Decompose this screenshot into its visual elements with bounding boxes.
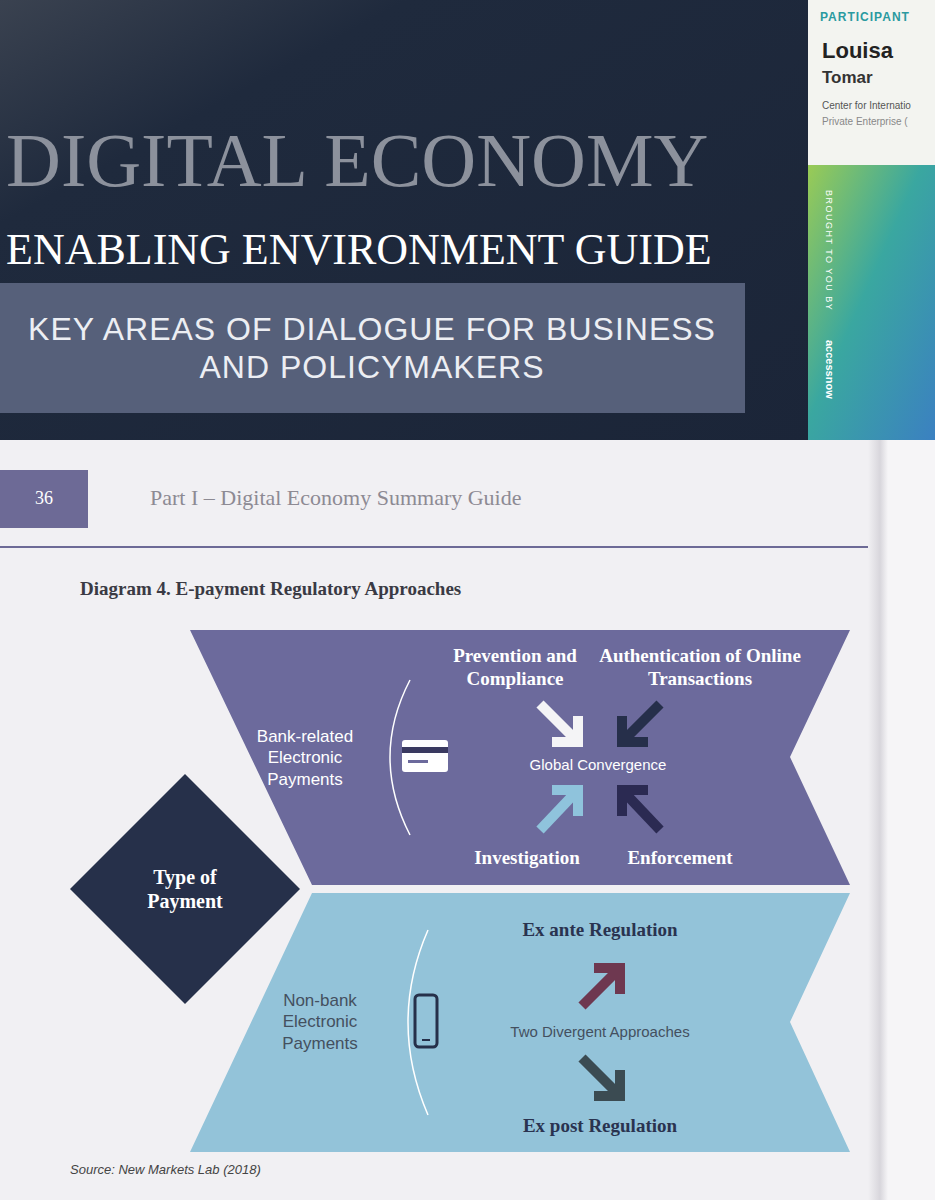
approach-label: Prevention and Compliance [430, 645, 600, 691]
source-caption: Source: New Markets Lab (2018) [70, 1162, 261, 1178]
diamond-label: Type of Payment [130, 865, 240, 913]
page-number: 36 [14, 488, 74, 510]
approach-label: Enforcement [600, 847, 760, 870]
badge-role: PARTICIPANT [820, 10, 910, 24]
badge-gradient [808, 165, 935, 450]
chevron-band: Bank-related Electronic Payments Preventi… [190, 630, 850, 885]
cover-subtitle: ENABLING ENVIRONMENT GUIDE [6, 228, 712, 272]
badge-first-name: Louisa [822, 38, 893, 64]
cover-tagline: KEY AREAS OF DIALOGUE FOR BUSINESS AND P… [22, 310, 722, 387]
badge-organisation: Center for Internatio [822, 100, 911, 112]
band-heading: Bank-related Electronic Payments [250, 726, 360, 790]
page-gutter [868, 440, 888, 1200]
page-number-tab [0, 470, 88, 528]
book-cover [0, 0, 815, 448]
badge [808, 0, 935, 450]
card-icon [402, 740, 448, 772]
approach-label: Ex ante Regulation [470, 919, 730, 942]
diagram-title: Diagram 4. E-payment Regulatory Approach… [80, 578, 461, 601]
cover-title: DIGITAL ECONOMY [6, 122, 708, 198]
approach-label: Investigation [447, 847, 607, 870]
approach-label: Authentication of Online Transactions [598, 645, 803, 691]
approach-label: Ex post Regulation [470, 1115, 730, 1138]
cover-subtitle-panel [0, 283, 745, 413]
decision-diamond: Type of Payment [70, 774, 300, 1004]
band-heading: Non-bank Electronic Payments [265, 990, 375, 1054]
chevron-band: Non-bank Electronic Payments Ex ante Regu… [190, 893, 850, 1152]
center-label: Two Divergent Approaches [470, 1023, 730, 1041]
badge-sponsor: accessnow [823, 340, 836, 399]
center-label: Global Convergence [513, 756, 683, 774]
decision-diamond-outline [70, 774, 300, 1004]
book-page [0, 440, 935, 1200]
header-rule [0, 546, 868, 548]
badge-sponsor-note: BROUGHT TO YOU BY [823, 190, 834, 311]
facing-page [888, 440, 935, 1200]
badge-organisation: Private Enterprise ( [822, 116, 908, 128]
running-header: Part I – Digital Economy Summary Guide [150, 485, 522, 511]
badge-last-name: Tomar [822, 68, 873, 88]
